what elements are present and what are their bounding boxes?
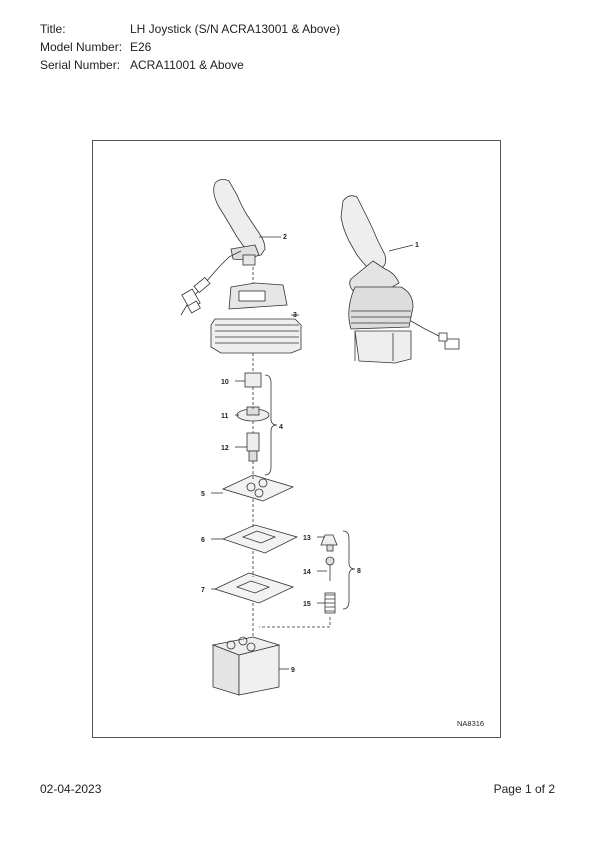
joystick-assembly-part — [340, 195, 460, 364]
figure-id: NA8316 — [457, 719, 484, 728]
header-title-row: Title: LH Joystick (S/N ACRA13001 & Abov… — [40, 22, 340, 36]
model-label: Model Number: — [40, 40, 123, 54]
title-value: LH Joystick (S/N ACRA13001 & Above) — [130, 22, 341, 36]
model-value: E26 — [130, 40, 152, 54]
header-serial-row: Serial Number: ACRA11001 & Above — [40, 58, 244, 72]
callout-1: 1 — [415, 242, 419, 249]
footer-date: 02-04-2023 — [40, 782, 102, 796]
callout-4: 4 — [279, 424, 283, 431]
serial-value: ACRA11001 & Above — [130, 58, 244, 72]
callout-6: 6 — [201, 537, 205, 544]
spring-plunger-parts — [320, 534, 338, 614]
callout-2: 2 — [283, 234, 287, 241]
callout-5: 5 — [201, 491, 205, 498]
serial-label: Serial Number: — [40, 58, 121, 72]
callout-10: 10 — [221, 379, 229, 386]
title-label: Title: — [40, 22, 66, 36]
footer-page-number: Page 1 of 2 — [493, 782, 555, 796]
parts-diagram-frame: 2 1 3 10 11 12 4 5 6 7 13 14 15 8 9 NA83… — [92, 140, 501, 738]
base-housing-part — [211, 636, 281, 696]
callout-leaders — [211, 236, 414, 670]
callout-7: 7 — [201, 587, 205, 594]
plate-parts — [213, 474, 299, 604]
callout-11: 11 — [221, 413, 229, 420]
nut-washer-stem-parts — [236, 372, 270, 462]
callout-12: 12 — [221, 445, 229, 452]
assembly-guide-lines — [252, 267, 331, 637]
joystick-handle-part — [180, 179, 266, 316]
callout-9: 9 — [291, 667, 295, 674]
header-model-row: Model Number: E26 — [40, 40, 151, 54]
callout-3: 3 — [293, 312, 297, 319]
callout-13: 13 — [303, 535, 311, 542]
callout-14: 14 — [303, 569, 311, 576]
callout-labels: 2 1 3 10 11 12 4 5 6 7 13 14 15 8 9 NA83… — [201, 234, 484, 728]
callout-15: 15 — [303, 601, 311, 608]
exploded-parts-diagram: 2 1 3 10 11 12 4 5 6 7 13 14 15 8 9 NA83… — [180, 179, 484, 728]
boot-part — [210, 282, 302, 354]
callout-8: 8 — [357, 568, 361, 575]
